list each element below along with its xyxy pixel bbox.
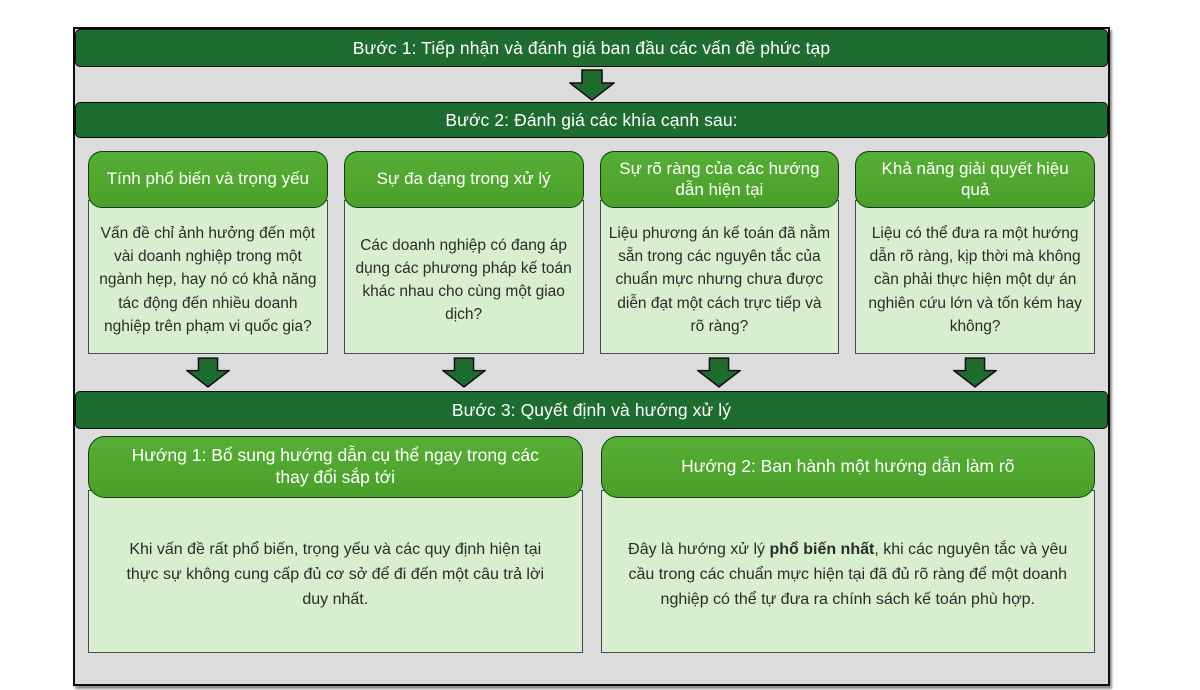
criterion-4-body: Liệu có thể đưa ra một hướng dẫn rõ ràng… bbox=[855, 200, 1095, 354]
option-2-body: Đây là hướng xử lý phổ biến nhất, khi cá… bbox=[600, 490, 1095, 653]
criterion-1-title: Tính phổ biến và trọng yếu bbox=[88, 151, 328, 208]
options-row: Hướng 1: Bổ sung hướng dẫn cụ thể ngay t… bbox=[75, 429, 1108, 653]
down-arrow-icon bbox=[953, 356, 998, 388]
criterion-2-body: Các doanh nghiệp có đang áp dụng các phư… bbox=[343, 200, 584, 354]
option-card-2: Hướng 2: Ban hành một hướng dẫn làm rõ Đ… bbox=[600, 436, 1095, 653]
step2-bar: Bước 2: Đánh giá các khía cạnh sau: bbox=[75, 102, 1108, 138]
step2-label: Bước 2: Đánh giá các khía cạnh sau: bbox=[445, 109, 738, 130]
step1-bar: Bước 1: Tiếp nhận và đánh giá ban đầu cá… bbox=[75, 29, 1108, 67]
criterion-2-body-text: Các doanh nghiệp có đang áp dụng các phư… bbox=[355, 236, 572, 324]
arrow-cell-2 bbox=[344, 356, 584, 388]
down-arrow-icon bbox=[441, 356, 486, 388]
criterion-3-body: Liệu phương án kế toán đã nằm sẵn trong … bbox=[599, 200, 840, 354]
criterion-3-body-text: Liệu phương án kế toán đã nằm sẵn trong … bbox=[608, 224, 831, 335]
option-1-title: Hướng 1: Bổ sung hướng dẫn cụ thể ngay t… bbox=[88, 436, 583, 498]
arrow-cell-1 bbox=[88, 356, 328, 388]
down-arrow-icon bbox=[568, 68, 615, 101]
arrow-cell-4 bbox=[855, 356, 1095, 388]
criterion-4-body-text: Liệu có thể đưa ra một hướng dẫn rõ ràng… bbox=[868, 224, 1082, 335]
flowchart-panel: Bước 1: Tiếp nhận và đánh giá ban đầu cá… bbox=[73, 27, 1110, 686]
step3-bar: Bước 3: Quyết định và hướng xử lý bbox=[75, 391, 1108, 429]
criterion-card-4: Khả năng giải quyết hiệu quả Liệu có thể… bbox=[855, 151, 1095, 354]
criterion-card-1: Tính phổ biến và trọng yếu Vấn đề chỉ ản… bbox=[88, 151, 328, 354]
option-2-body-text: Đây là hướng xử lý phổ biến nhất, khi cá… bbox=[628, 541, 1068, 608]
down-arrow-icon bbox=[697, 356, 742, 388]
criterion-4-title: Khả năng giải quyết hiệu quả bbox=[855, 151, 1095, 208]
option-1-body-text: Khi vấn đề rất phổ biến, trọng yếu và cá… bbox=[126, 541, 545, 608]
criteria-row: Tính phổ biến và trọng yếu Vấn đề chỉ ản… bbox=[75, 138, 1108, 354]
option-card-1: Hướng 1: Bổ sung hướng dẫn cụ thể ngay t… bbox=[88, 436, 583, 653]
step1-to-step2-gap bbox=[75, 67, 1108, 102]
criterion-1-body: Vấn đề chỉ ảnh hưởng đến một vài doanh n… bbox=[88, 200, 328, 354]
criterion-3-title: Sự rõ ràng của các hướng dẫn hiện tại bbox=[599, 151, 840, 208]
step1-label: Bước 1: Tiếp nhận và đánh giá ban đầu cá… bbox=[352, 37, 831, 58]
criterion-card-3: Sự rõ ràng của các hướng dẫn hiện tại Li… bbox=[599, 151, 840, 354]
criterion-1-body-text: Vấn đề chỉ ảnh hưởng đến một vài doanh n… bbox=[99, 224, 317, 335]
option-2-title: Hướng 2: Ban hành một hướng dẫn làm rõ bbox=[600, 436, 1095, 498]
option-1-body: Khi vấn đề rất phổ biến, trọng yếu và cá… bbox=[88, 490, 583, 653]
down-arrow-icon bbox=[185, 356, 230, 388]
criterion-2-title: Sự đa dạng trong xử lý bbox=[343, 151, 584, 208]
criteria-to-step3-arrows bbox=[75, 354, 1108, 388]
arrow-cell-3 bbox=[600, 356, 840, 388]
criterion-card-2: Sự đa dạng trong xử lý Các doanh nghiệp … bbox=[343, 151, 584, 354]
step3-label: Bước 3: Quyết định và hướng xử lý bbox=[451, 399, 732, 420]
